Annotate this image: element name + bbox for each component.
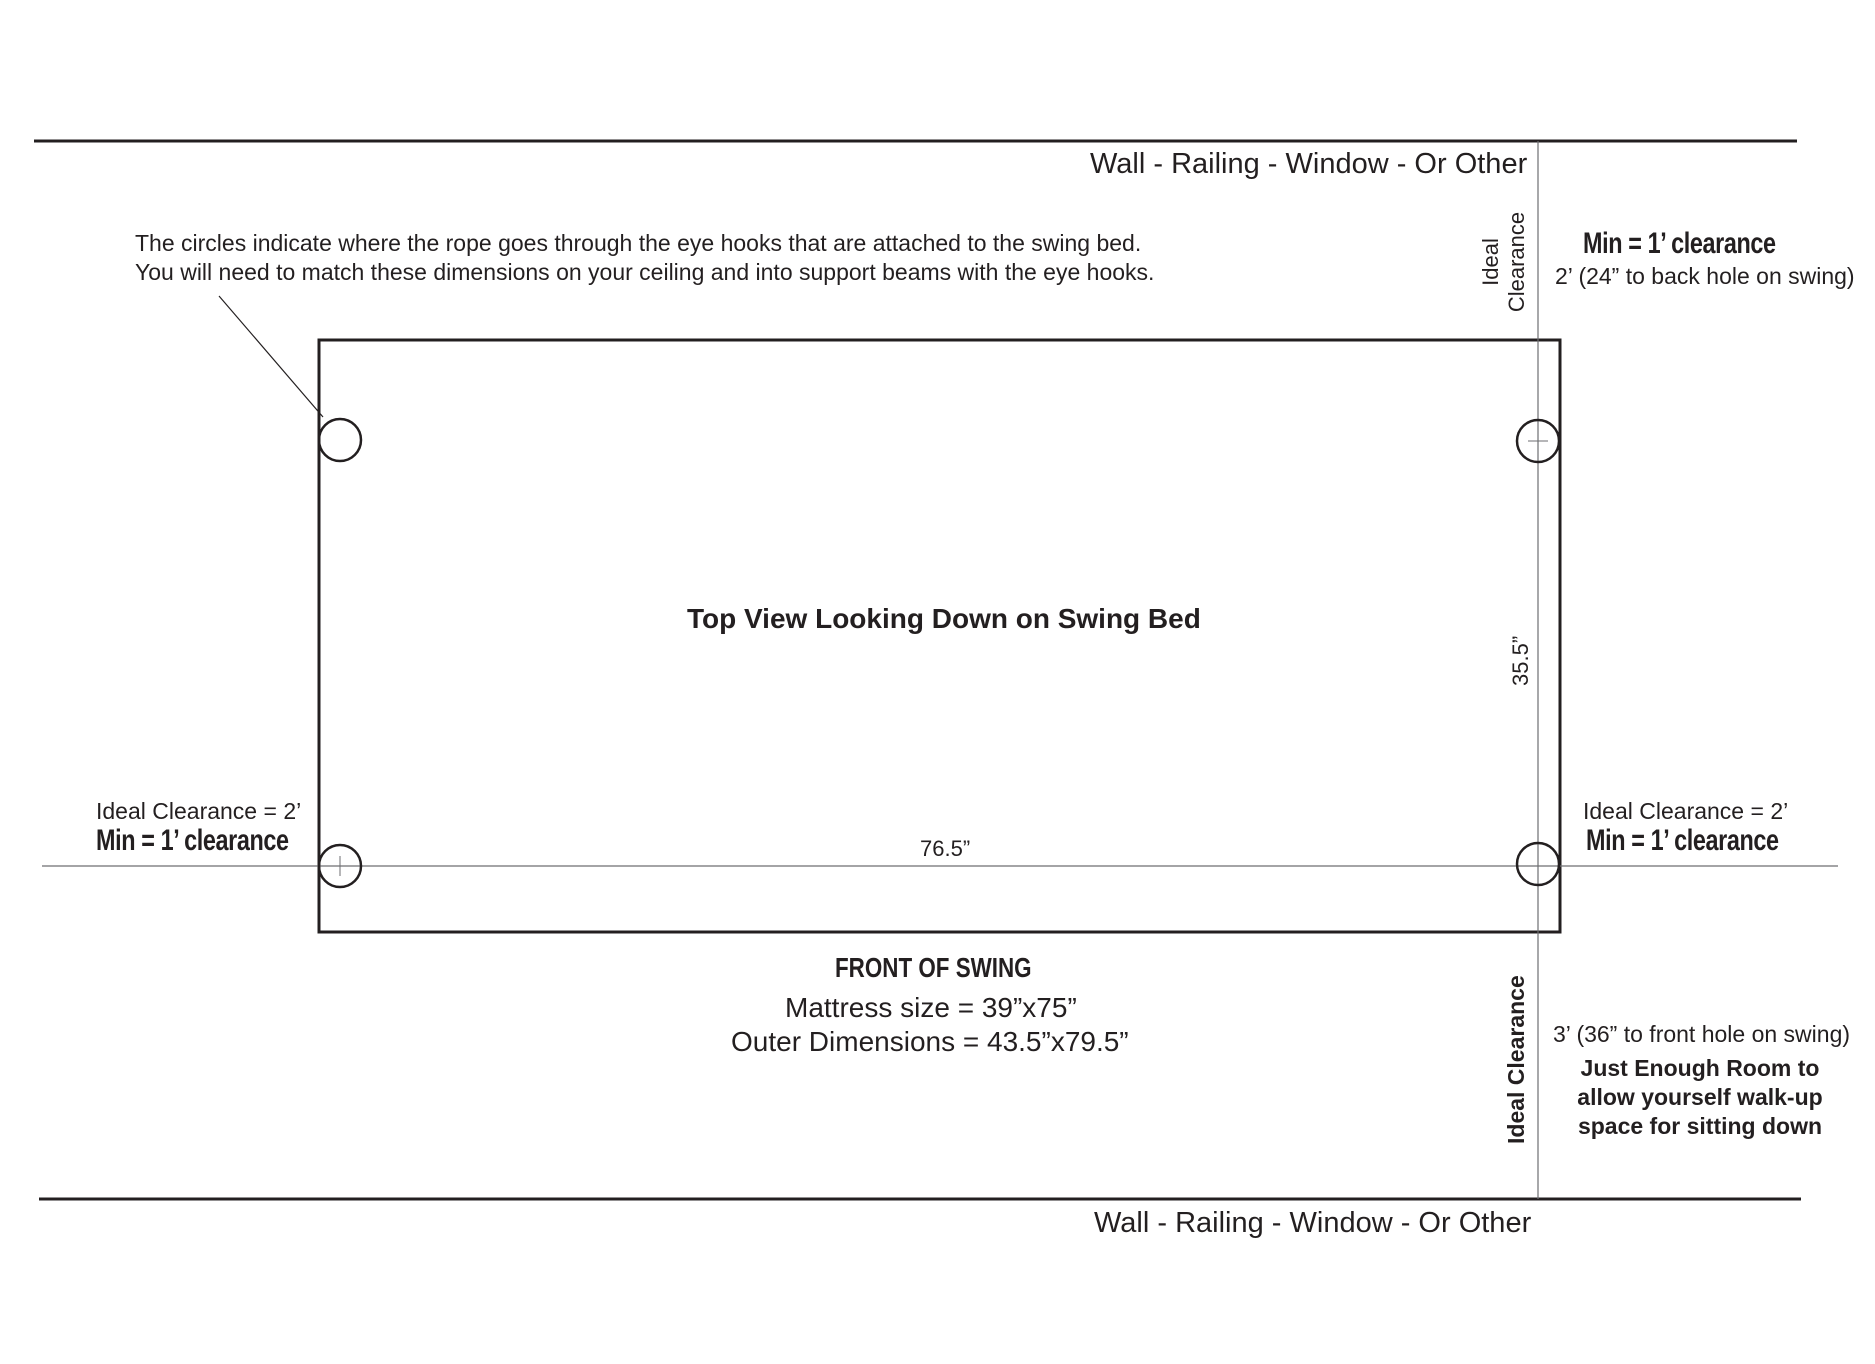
bottom-wall-label: Wall - Railing - Window - Or Other: [1094, 1207, 1532, 1239]
left-ideal-clearance: Ideal Clearance = 2’: [96, 798, 302, 824]
note-line-2: You will need to match these dimensions …: [135, 259, 1155, 285]
eye-hook-back-left: [317, 417, 363, 463]
walk-up-note-line-3: space for sitting down: [1577, 1113, 1823, 1139]
note-leader-line: [218, 295, 324, 418]
width-dimension: 76.5”: [920, 836, 971, 861]
back-clearance-detail: 2’ (24” to back hole on swing): [1555, 263, 1855, 289]
back-ideal-line-1: Ideal: [1478, 238, 1503, 286]
depth-dimension: 35.5”: [1508, 635, 1533, 686]
back-ideal-line-2: Clearance: [1504, 211, 1529, 313]
note-line-1: The circles indicate where the rope goes…: [135, 230, 1142, 256]
right-ideal-clearance: Ideal Clearance = 2’: [1583, 798, 1789, 824]
back-min-clearance: Min = 1’ clearance: [1583, 227, 1776, 260]
left-min-clearance: Min = 1’ clearance: [96, 824, 289, 857]
mattress-size: Mattress size = 39”x75”: [785, 992, 1077, 1023]
eye-hook-front-right: [1515, 841, 1561, 887]
front-of-swing-label: FRONT OF SWING: [835, 952, 1032, 983]
front-clearance-detail: 3’ (36” to front hole on swing): [1553, 1021, 1851, 1047]
outer-dimensions: Outer Dimensions = 43.5”x79.5”: [731, 1026, 1129, 1057]
back-ideal-clearance-label: Ideal Clearance: [1478, 206, 1530, 318]
walk-up-space-note: Just Enough Room to allow yourself walk-…: [1550, 1054, 1850, 1141]
eye-hook-back-right: [1515, 418, 1561, 464]
top-wall-label: Wall - Railing - Window - Or Other: [1090, 148, 1528, 180]
right-min-clearance: Min = 1’ clearance: [1586, 824, 1779, 857]
bed-title: Top View Looking Down on Swing Bed: [687, 603, 1201, 634]
swing-bed-outline: [317, 338, 1562, 934]
walk-up-note-line-2: allow yourself walk-up: [1577, 1084, 1823, 1110]
walk-up-note-line-1: Just Enough Room to: [1580, 1055, 1820, 1081]
front-ideal-clearance-label: Ideal Clearance: [1503, 975, 1529, 1144]
eye-hook-front-left: [317, 843, 363, 889]
